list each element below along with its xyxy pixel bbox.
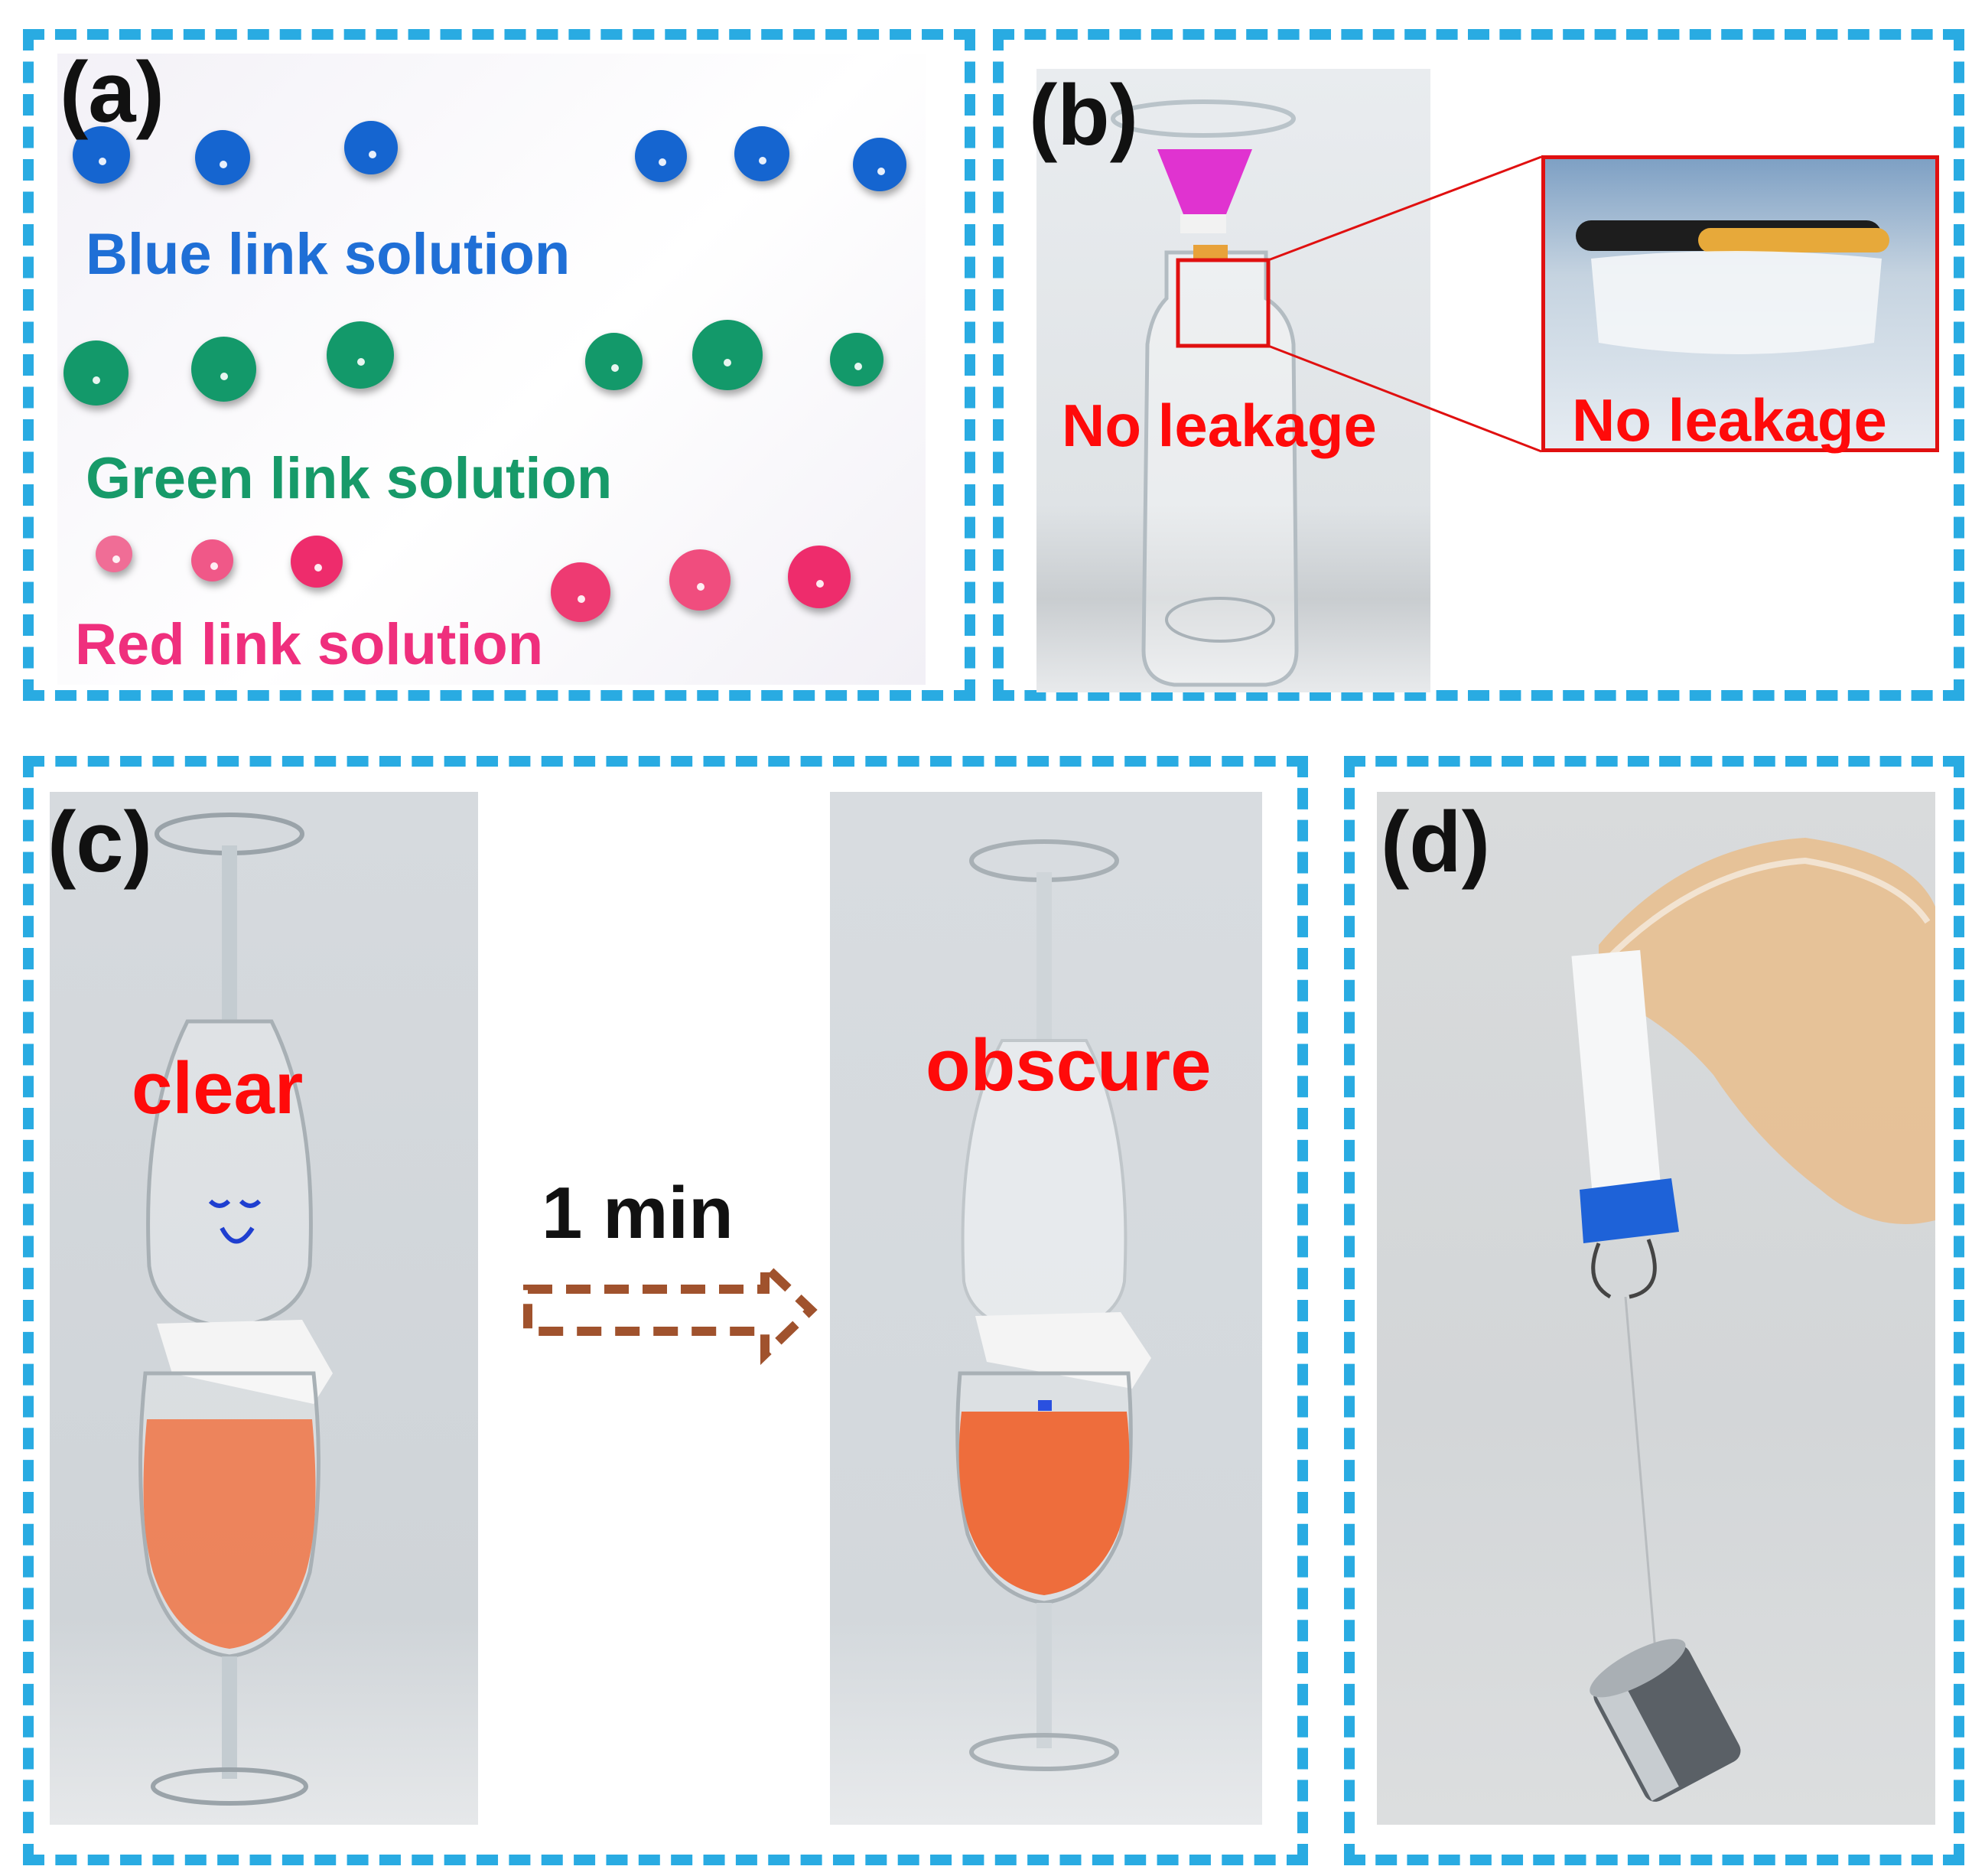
blue-drop — [73, 126, 130, 184]
bottle-caption: No leakage — [1062, 392, 1377, 459]
red-drop — [669, 549, 731, 611]
green-caption: Green link solution — [86, 446, 613, 511]
time-label: 1 min — [542, 1172, 734, 1254]
panel-b-inset — [1541, 155, 1939, 452]
inset-seal-closeup — [1576, 220, 1889, 354]
inset-caption: No leakage — [1572, 386, 1887, 454]
panel-c-frame — [23, 756, 1308, 1865]
panel-d-frame — [1344, 756, 1964, 1865]
green-drop — [63, 340, 129, 405]
stacked-glasses-obscure — [955, 839, 1151, 1771]
green-drop — [191, 337, 256, 402]
blue-caption: Blue link solution — [86, 222, 571, 287]
panel-c-left-photo — [50, 792, 478, 1825]
panel-d-photo — [1377, 792, 1935, 1825]
panel-d-label: (d) — [1381, 794, 1491, 890]
blue-drop — [734, 126, 789, 181]
obscure-caption: obscure — [926, 1024, 1212, 1106]
red-caption: Red link solution — [75, 612, 544, 677]
green-drop — [327, 321, 394, 389]
red-drop — [191, 539, 233, 581]
panel-a-frame — [23, 29, 975, 701]
bottle-with-funnel — [1111, 99, 1299, 687]
red-drop — [291, 536, 343, 588]
panel-b-frame — [993, 29, 1964, 701]
adhesion-weight-test — [1571, 838, 1935, 1802]
red-drop — [551, 562, 610, 622]
blue-drop — [195, 130, 250, 185]
clear-caption: clear — [132, 1047, 304, 1129]
green-drop — [830, 333, 883, 386]
green-drop — [585, 333, 643, 390]
panel-c-right-photo — [830, 792, 1262, 1825]
blue-drop — [853, 138, 906, 191]
green-drop — [692, 320, 763, 390]
red-drop — [96, 536, 132, 572]
red-drop — [788, 546, 851, 608]
panel-b-label: (b) — [1029, 67, 1139, 163]
panel-a-label: (a) — [60, 44, 164, 140]
blue-drop — [344, 121, 398, 174]
stacked-glasses-clear — [138, 813, 333, 1806]
panel-a-photo — [57, 54, 926, 685]
panel-c-label: (c) — [47, 794, 152, 890]
blue-drop — [635, 130, 687, 182]
